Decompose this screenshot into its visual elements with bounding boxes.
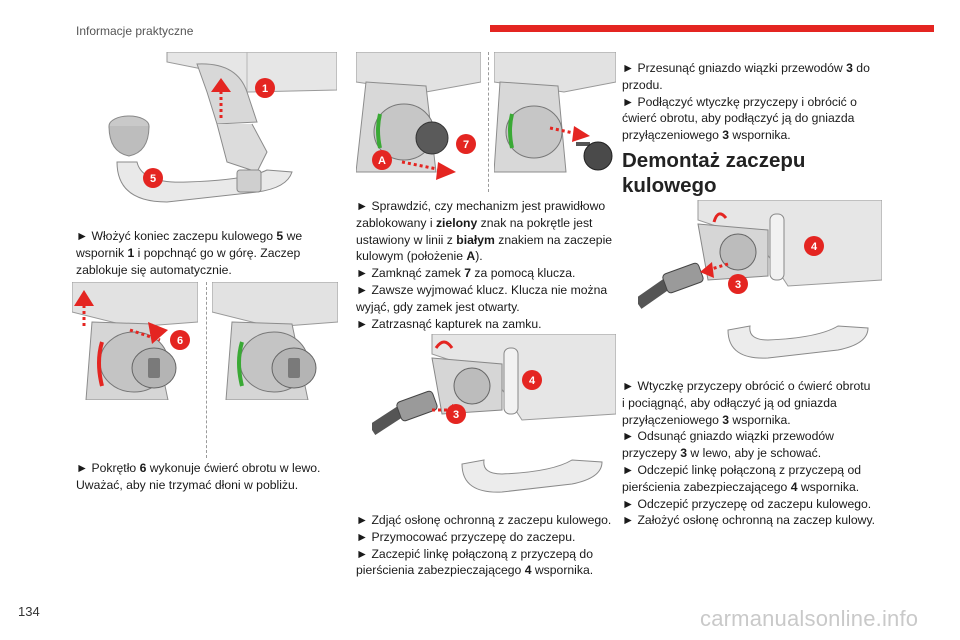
watermark: carmanualsonline.info	[700, 606, 919, 631]
running-header: Informacje praktyczne	[76, 24, 194, 38]
steps-block-1: ► Włożyć koniec zaczepu kulowego 5 we ws…	[76, 229, 303, 277]
illustration-divider	[488, 52, 489, 192]
illustration-lock-key: 7 A	[356, 52, 481, 182]
callout-5: 5	[150, 173, 156, 185]
callout-4: 4	[529, 375, 536, 387]
illustration-remove-key	[494, 52, 616, 182]
steps-block-3: ► Sprawdzić, czy mechanizm jest prawidło…	[356, 199, 613, 331]
illustration-detach-trailer: 4 3	[638, 200, 882, 360]
callout-4: 4	[811, 241, 818, 253]
callout-1: 1	[262, 83, 268, 95]
illustration-knob-green-mark	[212, 282, 338, 400]
page-number: 134	[18, 604, 40, 619]
steps-block-4: ► Zdjąć osłonę ochronną z zaczepu kulowe…	[356, 513, 612, 578]
steps-block-6: ► Wtyczkę przyczepy obrócić o ćwierć obr…	[622, 379, 876, 528]
steps-block-5: ► Przesunąć gniazdo wiązki przewodów 3 d…	[622, 61, 870, 143]
illustration-divider	[206, 282, 207, 458]
illustration-insert-towball: 1 5	[97, 52, 337, 210]
callout-3: 3	[453, 409, 459, 421]
illustration-attach-trailer: 4 3	[372, 334, 616, 494]
callout-3: 3	[735, 279, 741, 291]
steps-block-2: ► Pokrętło 6 wykonuje ćwierć obrotu w le…	[76, 461, 321, 492]
illustration-turn-knob: 6	[72, 282, 198, 400]
header-accent-bar	[490, 25, 934, 32]
section-title: Demontaż zaczepu kulowego	[622, 149, 806, 197]
callout-A: A	[378, 155, 386, 167]
callout-7: 7	[463, 139, 469, 151]
callout-6: 6	[177, 335, 183, 347]
